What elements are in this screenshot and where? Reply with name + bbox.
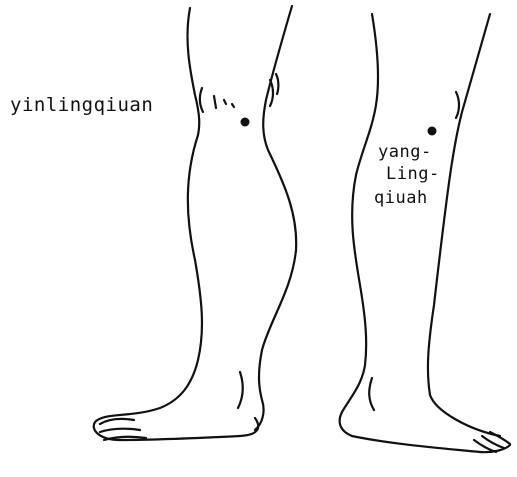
right-ankle-mark (369, 378, 374, 410)
right-leg (340, 14, 510, 452)
right-leg-inner-contour (340, 14, 378, 436)
right-knee-mark (456, 92, 459, 118)
left-leg (94, 6, 296, 440)
right-leg-outer-contour (428, 14, 500, 436)
yanglingquan-point (428, 127, 437, 136)
left-knee-mark (200, 88, 203, 112)
label-yanglingquan-line1: yang- (378, 142, 432, 162)
label-yanglingquan-line3: qiuah (374, 188, 428, 208)
label-yanglingquan-line2: Ling- (386, 164, 440, 184)
left-leg-inner-contour (255, 6, 296, 430)
label-yinlingquan: yinlingqiuan (10, 96, 153, 115)
left-knee-mark-3 (276, 74, 278, 94)
yinlingquan-point (241, 118, 250, 127)
left-ankle-mark (238, 372, 243, 408)
left-leg-outer-contour (94, 8, 259, 440)
left-toes (100, 419, 146, 440)
yinlingquan-pointer-ticks (214, 96, 234, 108)
